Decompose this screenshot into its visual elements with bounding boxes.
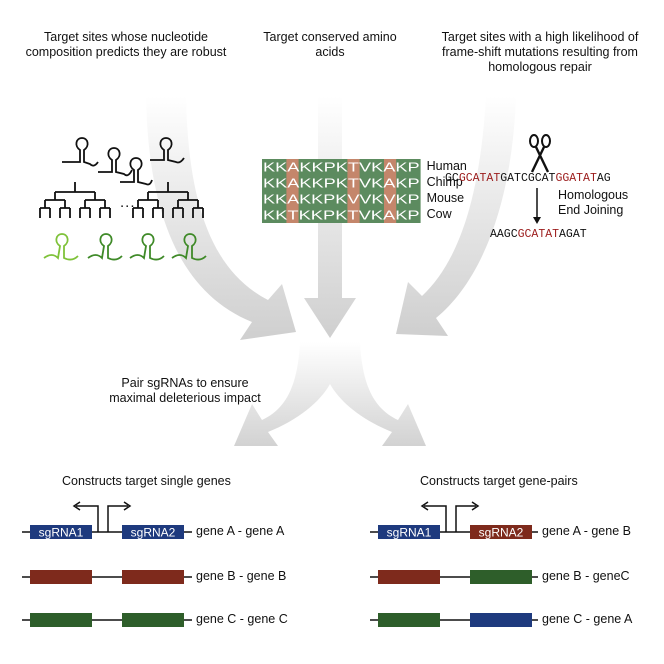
alignment-block: KKAKKPKTVKAKP KKAKKPKTVKAKP KKAKKPKVVKVKP K… [262, 159, 421, 223]
left-panel-title: Constructs target single genes [62, 474, 231, 488]
sequence-segment: AAGC [490, 228, 518, 241]
alignment-sequence-cow: KKTKKPKTVKAKP [263, 209, 420, 223]
sequence-segment: AGAT [559, 228, 587, 241]
repair-label: Homologous End Joining [558, 188, 629, 217]
right-promoter-1-icon [424, 505, 447, 532]
right-box1-label: sgRNA1 [387, 526, 432, 540]
tree-diagram-left-icon [39, 182, 111, 218]
column-1-text: Target sites whose nucleotide compositio… [25, 30, 227, 59]
column-2-text: Target conserved amino acids [263, 30, 397, 59]
right-box2-0 [470, 525, 532, 539]
right-flow-arrow [396, 96, 516, 336]
left-box2-0 [122, 525, 184, 539]
sequence-segment: AG [596, 172, 611, 185]
left-box1-2 [30, 613, 92, 627]
sequence-segment: GC [445, 172, 459, 185]
split-flow-arrows [234, 342, 426, 446]
species-label-mouse: Mouse [426, 191, 465, 205]
left-box2-2 [122, 613, 184, 627]
homology-segment: GCATAT [458, 172, 501, 185]
right-row-label-0: gene A - gene B [542, 524, 631, 538]
right-box1-0 [378, 525, 440, 539]
right-box2-1 [470, 570, 532, 584]
alignment-sequence-human: KKAKKPKTVKAKP [263, 161, 420, 175]
species-label-cow: Cow [426, 207, 452, 221]
right-panel-title: Constructs target gene-pairs [420, 474, 578, 488]
right-box2-label: sgRNA2 [479, 526, 524, 540]
left-row-label-1: gene B - gene B [196, 569, 287, 583]
right-box1-1 [378, 570, 440, 584]
scissors-icon [529, 134, 551, 173]
sequence-before-repair: GCGCATATGATCGCATGGATATAG [445, 171, 611, 186]
right-box2-2 [470, 613, 532, 627]
species-label-human: Human [426, 159, 467, 173]
conserved-column-highlight [384, 159, 397, 223]
conserved-column-highlight [347, 159, 360, 223]
right-box1-2 [378, 613, 440, 627]
constructs-group: sgRNA1 sgRNA2 sgRNA1 sgRNA2 [22, 501, 538, 627]
left-box2-1 [122, 570, 184, 584]
left-row-label-2: gene C - gene C [196, 612, 288, 626]
alignment-sequence-chimp: KKAKKPKTVKAKP [263, 177, 420, 191]
left-box2-label: sgRNA2 [131, 526, 176, 540]
repair-arrowhead [533, 217, 541, 224]
conserved-column-highlight [286, 159, 299, 223]
right-row-label-2: gene C - gene A [542, 612, 633, 626]
homology-segment: GGATAT [555, 172, 597, 185]
selected-sgrna-hairpins-icon [43, 233, 207, 261]
left-box1-1 [30, 570, 92, 584]
column-3-text: Target sites with a high likelihood of f… [441, 30, 639, 74]
ellipsis: ... [120, 194, 136, 211]
alignment-sequence-mouse: KKAKKPKVVKVKP [263, 193, 420, 207]
left-promoter-2-icon [107, 505, 128, 532]
left-row-label-0: gene A - gene A [196, 524, 285, 538]
right-row-label-1: gene B - geneC [542, 569, 630, 583]
pair-sgrna-text: Pair sgRNAs to ensure maximal deleteriou… [109, 376, 261, 405]
homology-segment: GCATAT [517, 228, 560, 241]
sgrna-hairpins-icon [62, 137, 185, 186]
sequence-after-repair: AAGCGCATATAGAT [490, 227, 587, 242]
left-box1-label: sgRNA1 [39, 526, 84, 540]
tree-diagram-right-icon [132, 182, 204, 218]
left-promoter-1-icon [76, 505, 99, 532]
left-box1-0 [30, 525, 92, 539]
sequence-segment: GATCGCAT [500, 172, 556, 185]
left-flow-arrow [146, 96, 296, 340]
species-label-chimp: Chimp [426, 175, 463, 189]
right-promoter-2-icon [455, 505, 476, 532]
